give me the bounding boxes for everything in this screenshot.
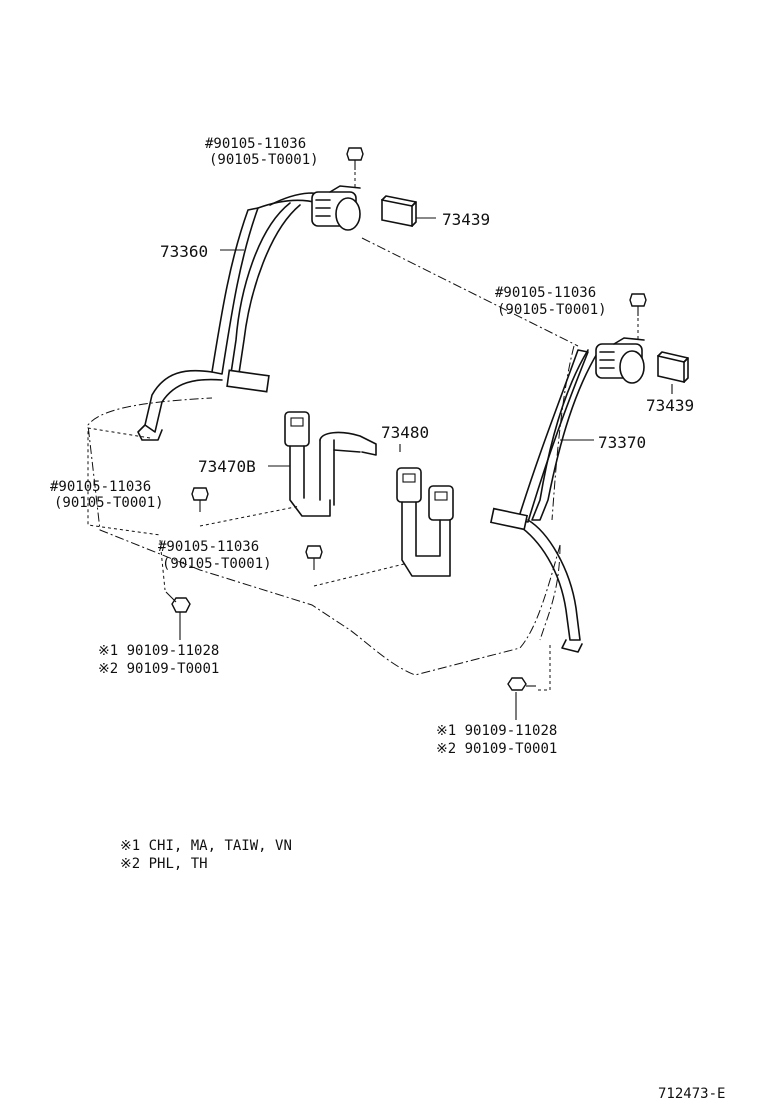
bolt-right (629, 293, 647, 340)
seat-outline (87, 237, 579, 676)
label-bolt-left-alt: (90105-T0001) (54, 495, 164, 511)
leader-left-bolt (87, 427, 161, 536)
diagram-id: 712473-E (658, 1086, 725, 1102)
screw-right (507, 677, 536, 691)
note-1: ※1 CHI, MA, TAIW, VN (120, 838, 292, 854)
label-73439-top: 73439 (442, 210, 490, 229)
label-bolt-center-main: #90105-11036 (158, 539, 259, 555)
bolt-center (305, 545, 405, 587)
note-2: ※2 PHL, TH (120, 856, 208, 872)
label-bolt-top-alt: (90105-T0001) (209, 152, 319, 168)
buckle-73470B (284, 411, 377, 517)
label-screw-right-2: ※2 90109-T0001 (436, 741, 557, 757)
label-screw-left-2: ※2 90109-T0001 (98, 661, 219, 677)
buckle-73480 (396, 467, 454, 577)
leader-screw-right (538, 645, 551, 691)
label-screw-right-1: ※1 90109-11028 (436, 723, 557, 739)
bolt-left (191, 487, 301, 527)
label-73360: 73360 (160, 242, 208, 261)
label-screw-left-1: ※1 90109-11028 (98, 643, 219, 659)
cover-73439-top (381, 195, 436, 227)
label-73439-right: 73439 (646, 396, 694, 415)
bolt-top (346, 147, 364, 190)
label-73480: 73480 (381, 423, 429, 442)
leader-screw-left (159, 539, 166, 591)
label-bolt-center-alt: (90105-T0001) (162, 556, 272, 572)
label-bolt-left-main: #90105-11036 (50, 479, 151, 495)
label-73470B: 73470B (198, 457, 256, 476)
belt-73360 (137, 185, 361, 441)
screw-left (165, 591, 191, 613)
label-73370: 73370 (598, 433, 646, 452)
label-bolt-right-main: #90105-11036 (495, 285, 596, 301)
cover-73439-right (657, 351, 689, 384)
label-bolt-top-main: #90105-11036 (205, 136, 306, 152)
label-bolt-right-alt: (90105-T0001) (497, 302, 607, 318)
seat-outline-right (539, 544, 561, 641)
belt-73370 (489, 337, 645, 653)
